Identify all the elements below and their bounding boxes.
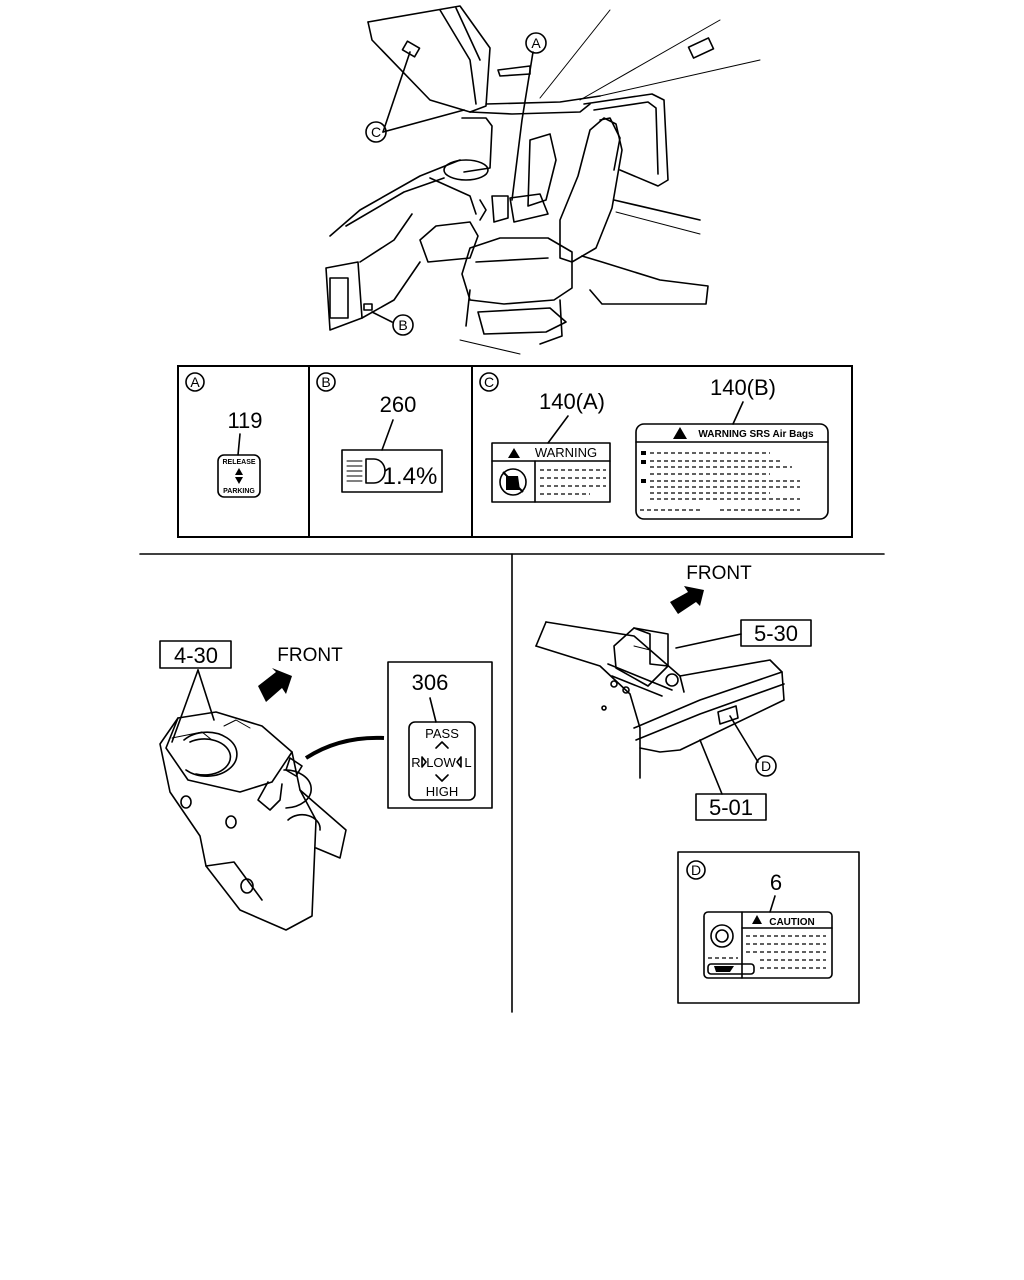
part-306-number: 306 <box>412 670 449 695</box>
left-front-label: FRONT <box>277 645 343 666</box>
headlamp-icon <box>346 458 386 484</box>
l-label: L <box>464 755 471 770</box>
low-label: LOW <box>426 755 456 770</box>
callout-c-top: C <box>371 124 381 140</box>
ref-5-01: 5-01 <box>709 795 753 820</box>
caution-label: CAUTION <box>769 917 815 928</box>
panel-a-callout: A <box>190 374 200 390</box>
panel-b-callout: B <box>321 374 330 390</box>
warning-triangle-icon <box>673 427 687 439</box>
ref-5-30: 5-30 <box>754 621 798 646</box>
release-label: RELEASE <box>222 459 255 466</box>
callout-a-top: A <box>531 35 541 51</box>
no-child-seat-icon <box>499 468 527 496</box>
part-140a-number: 140(A) <box>539 389 605 414</box>
left-detail: 4-30 FRONT 306 PASS R LOW L <box>159 640 493 931</box>
cab-interior-illustration: A C B <box>325 5 761 355</box>
high-label: HIGH <box>426 784 459 799</box>
panel-b: B 260 1.4% <box>316 372 443 493</box>
parking-label: PARKING <box>223 488 255 495</box>
ref-4-30: 4-30 <box>174 643 218 668</box>
part-140b-number: 140(B) <box>710 375 776 400</box>
label-table: A 119 RELEASE PARKING B 260 1.4 <box>177 365 853 538</box>
up-arrow-icon <box>235 468 243 475</box>
airbag-warning-title: WARNING SRS Air Bags <box>698 429 814 440</box>
panel-d: D 6 CAUTION <box>677 851 860 1004</box>
panel-c: C 140(A) WARNING 140(B) WARN <box>479 372 829 520</box>
r-label: R <box>411 755 420 770</box>
warning-triangle-icon <box>752 915 762 924</box>
front-arrow-icon <box>670 586 704 614</box>
warning-triangle-icon <box>508 448 520 458</box>
right-detail: FRONT 5-30 D 5-01 D <box>535 563 860 1004</box>
label-140a-warning: WARNING <box>535 445 597 460</box>
panel-c-callout: C <box>484 374 494 390</box>
panel-b-part-number: 260 <box>380 392 417 417</box>
panel-d-part-number: 6 <box>770 870 782 895</box>
panel-d-callout: D <box>691 862 701 878</box>
frame-callout-d: D <box>761 758 771 774</box>
front-arrow-icon <box>258 668 292 702</box>
down-arrow-icon <box>235 477 243 484</box>
aim-value-label: 1.4% <box>383 463 438 490</box>
panel-a: A 119 RELEASE PARKING <box>185 372 263 498</box>
right-front-label: FRONT <box>686 563 752 584</box>
pass-label: PASS <box>425 726 459 741</box>
callout-b-top: B <box>398 317 407 333</box>
panel-a-part-number: 119 <box>227 408 262 433</box>
